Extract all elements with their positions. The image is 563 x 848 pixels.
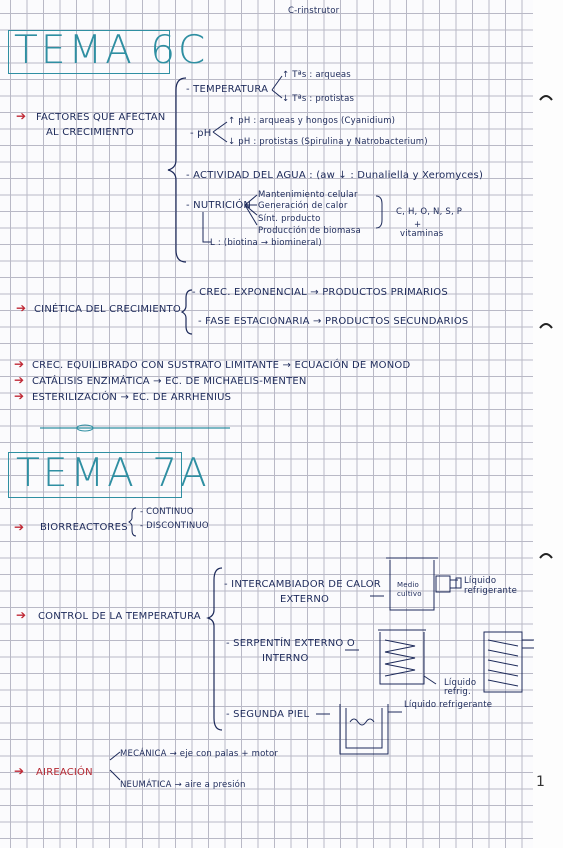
nut-item-1: Mantenimiento celular <box>258 190 358 200</box>
list-item-2: CATÁLISIS ENZIMÁTICA → EC. DE MICHAELIS-… <box>32 376 307 387</box>
control-item-1-line1: - INTERCAMBIADOR DE CALOR <box>224 579 381 590</box>
liquido-ref-1: Líquido <box>444 678 477 688</box>
brace-factores <box>167 77 187 263</box>
cinetica-item-2: - FASE ESTACIONARIA → PRODUCTOS SECUNDAR… <box>198 316 469 327</box>
arrow-icon: ➔ <box>14 764 25 778</box>
reactor-heat-exchanger-drawing <box>370 557 462 611</box>
arrow-icon: ➔ <box>14 389 25 403</box>
bio-discontinuo: - DISCONTINUO <box>140 521 209 531</box>
nut-elements: C, H, O, N, S, P <box>396 207 463 217</box>
control-label: CONTROL DE LA TEMPERATURA <box>38 611 201 622</box>
brace-control <box>206 567 223 731</box>
control-item-2-line1: - SERPENTÍN EXTERNO O <box>226 638 355 649</box>
reactor-coil-drawing <box>345 629 534 693</box>
arrow-icon: ➔ <box>16 109 27 123</box>
nut-plus: + <box>414 220 422 230</box>
ph-label: - pH <box>190 128 212 139</box>
liquido-refrigerante: Líquido refrigerante <box>404 700 493 710</box>
binder-hole-1 <box>539 95 553 101</box>
factores-label-2: AL CRECIMIENTO <box>46 127 134 138</box>
aireacion-neumatica: NEUMÁTICA → aire a presión <box>120 780 246 790</box>
nut-item-3: Sínt. producto <box>258 214 321 224</box>
nutricion-label: - NUTRICIÓN <box>186 200 252 211</box>
liquido-label-1: Líquido <box>464 576 497 586</box>
list-item-3: ESTERILIZACIÓN → EC. DE ARRHENIUS <box>32 392 232 403</box>
arrow-icon: ➔ <box>16 301 27 315</box>
arrow-icon: ➔ <box>14 357 25 371</box>
aireacion-mecanica: MECÁNICA → eje con palas + motor <box>120 749 279 759</box>
nut-item-2: Generación de calor <box>258 201 348 211</box>
tema7-title: TEMA 7A <box>16 451 210 496</box>
aireacion-label: AIREACIÓN <box>36 767 93 778</box>
liquido-label-2: refrigerante <box>464 586 518 596</box>
cinetica-item-1: - CREC. EXPONENCIAL → PRODUCTOS PRIMARIO… <box>192 287 448 298</box>
factores-label-1: FACTORES QUE AFECTAN <box>36 112 166 123</box>
nut-vitaminas: vitaminas <box>400 229 444 239</box>
cinetica-label: CINÉTICA DEL CRECIMIENTO <box>34 304 181 315</box>
page-margin <box>533 0 563 848</box>
reactor-jacket-drawing <box>316 704 402 755</box>
temp-down: ↓ Tªs : protistas <box>282 94 355 104</box>
tema7-title-box <box>8 452 182 498</box>
control-item-2-line2: INTERNO <box>262 653 309 664</box>
brace-cinetica <box>180 289 193 335</box>
page-number: 1 <box>536 774 546 790</box>
bio-continuo: - CONTINUO <box>140 507 194 517</box>
ph-up: ↑ pH : arqueas y hongos (Cyanidium) <box>228 116 396 126</box>
list-item-1: CREC. EQUILIBRADO CON SUSTRATO LIMITANTE… <box>32 360 411 371</box>
biorreactores-label: BIORREACTORES <box>40 522 128 533</box>
medio-label-2: cultivo <box>397 590 422 598</box>
top-note: C-rinstrutor <box>288 6 340 16</box>
tema6-title-box <box>8 30 170 74</box>
agua-label: - ACTIVIDAD DEL AGUA : (aw ↓ : Dunaliell… <box>186 170 484 181</box>
nut-bottom: L : (biotina → biomineral) <box>210 238 322 248</box>
nut-item-4: Producción de biomasa <box>258 226 361 236</box>
temperatura-label: - TEMPERATURA <box>186 84 269 95</box>
control-item-1-line2: EXTERNO <box>280 594 330 605</box>
arrow-icon: ➔ <box>14 373 25 387</box>
liquido-ref-2: refrig. <box>444 687 471 697</box>
tema6-title: TEMA 6C <box>14 28 209 73</box>
ph-down: ↓ pH : protistas (Spirulina y Natrobacte… <box>228 137 428 147</box>
binder-hole-2 <box>539 323 553 329</box>
arrow-icon: ➔ <box>16 608 27 622</box>
control-item-3: - SEGUNDA PIEL <box>226 709 310 720</box>
arrow-icon: ➔ <box>14 520 25 534</box>
binder-hole-3 <box>539 553 553 559</box>
temp-up: ↑ Tªs : arqueas <box>282 70 351 80</box>
medio-label-1: Medio <box>397 581 420 589</box>
